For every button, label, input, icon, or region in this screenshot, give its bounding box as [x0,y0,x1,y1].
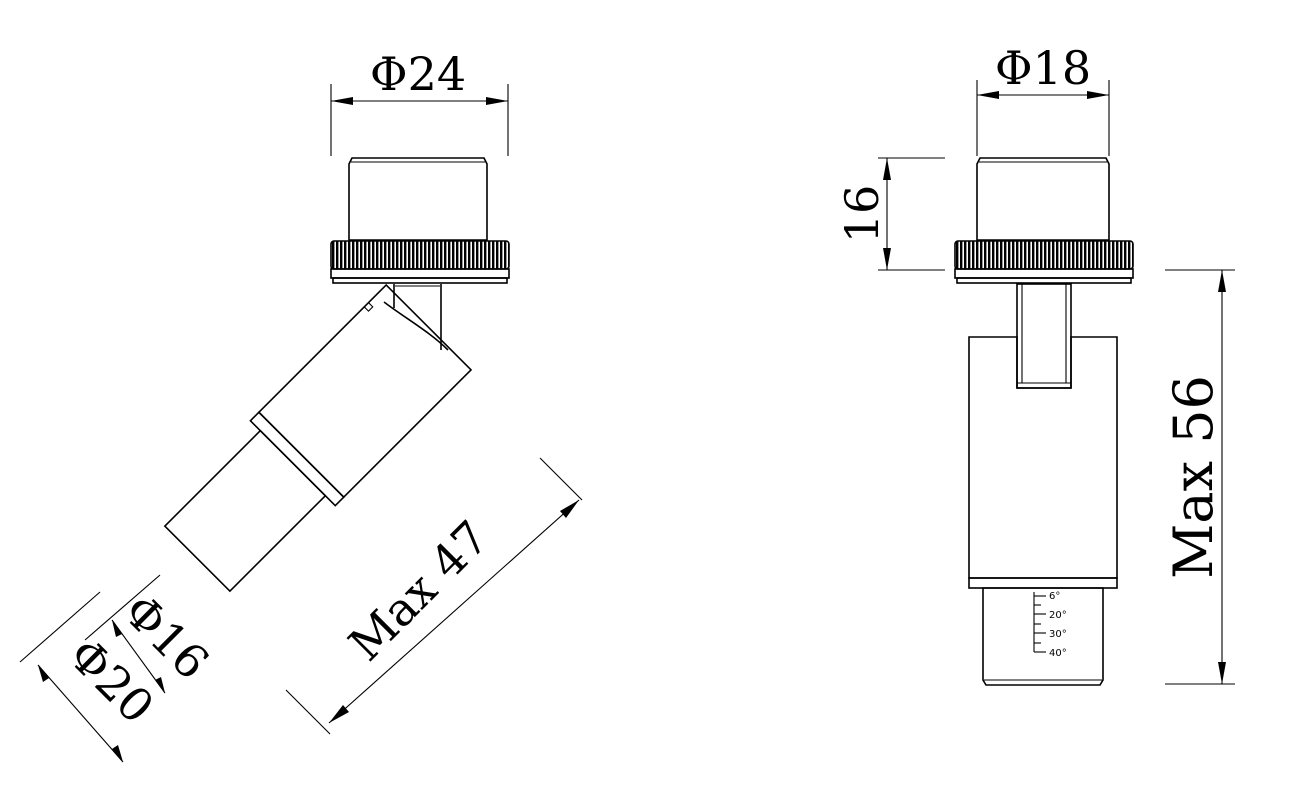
right-cap-body [976,157,1110,241]
beam-angle-scale: 6° 20° 30° 40° [1033,591,1067,659]
left-knurled-ring [330,240,510,270]
right-main-body [968,336,1118,579]
right-dim-cap-height-label: 16 [835,185,889,244]
right-dim-total-length-label: Max 56 [1162,375,1225,579]
right-dim-cap-height: 16 [835,157,945,271]
scale-label-40: 40° [1049,648,1067,659]
right-dim-total-length: Max 56 [1162,269,1235,685]
scale-label-6: 6° [1049,591,1060,602]
right-dim-top-label: Φ18 [995,41,1091,95]
right-lens-tube [982,587,1104,686]
left-dim-length-label: Max 47 [338,510,499,671]
left-view: Φ24 Max 47 Φ16 Φ20 [19,47,583,763]
left-dim-top-diameter: Φ24 [330,47,509,156]
right-view: 6° 20° 30° 40° Φ18 16 [835,41,1235,686]
right-knurled-ring [954,240,1134,270]
left-cap-body [348,157,488,241]
right-dim-top-diameter: Φ18 [976,41,1110,156]
scale-label-20: 20° [1049,610,1067,621]
left-dim-top-label: Φ24 [370,47,466,101]
left-dim-length: Max 47 [285,457,583,735]
scale-label-30: 30° [1049,629,1067,640]
left-dim-lens-diameters: Φ16 Φ20 [19,574,219,763]
left-tilted-body [163,283,473,593]
left-lens-tube [163,429,327,593]
